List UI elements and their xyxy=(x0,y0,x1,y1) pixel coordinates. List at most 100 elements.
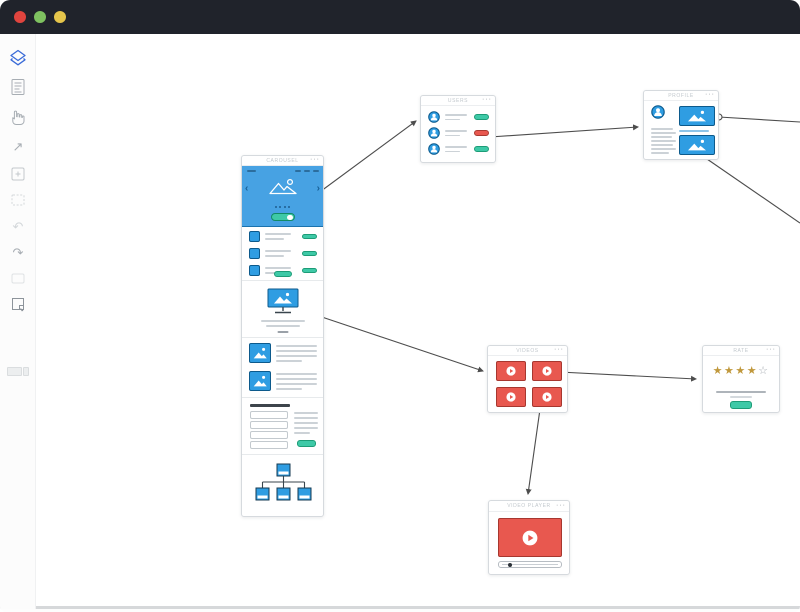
video-player-screen[interactable] xyxy=(498,518,562,557)
list-item-button[interactable] xyxy=(302,250,317,256)
list-item-icon xyxy=(249,248,260,259)
carousel-list-section xyxy=(242,227,323,281)
carousel-sitemap-section xyxy=(242,455,323,515)
window-header: videos ··· xyxy=(488,346,567,356)
app-logo-icon[interactable] xyxy=(0,47,36,69)
form-input[interactable] xyxy=(250,411,288,419)
wireframe-window-rate[interactable]: rate ··· ★★★★☆ xyxy=(702,345,780,413)
artboard-tool-icon[interactable] xyxy=(0,293,36,315)
zoom-button[interactable] xyxy=(54,11,66,23)
rate-submit-button[interactable] xyxy=(730,401,752,409)
window-titlebar xyxy=(0,0,800,34)
carousel-form-section xyxy=(242,398,323,455)
tool-sidebar: ↗ ↶ ↷ xyxy=(0,34,36,609)
window-title: video player xyxy=(507,503,551,509)
close-button[interactable] xyxy=(14,11,26,23)
user-avatar xyxy=(428,111,440,123)
profile-image-1[interactable] xyxy=(679,106,715,126)
window-menu-dots-icon[interactable]: ··· xyxy=(556,502,566,509)
form-input[interactable] xyxy=(250,431,288,439)
window-header: rate ··· xyxy=(703,346,779,356)
list-item-button[interactable] xyxy=(302,267,317,273)
wireframe-window-carousel[interactable]: carousel ··· ‹ › xyxy=(241,155,324,517)
carousel-monitor-section xyxy=(242,281,323,338)
undo-arrow-icon: ↶ xyxy=(12,218,24,234)
window-title: rate xyxy=(733,347,749,354)
connector-profile-image2-out[interactable] xyxy=(706,158,800,224)
video-thumb-1[interactable] xyxy=(496,361,526,381)
redo-tool-icon[interactable]: ↷ xyxy=(0,241,36,263)
toggle-knob xyxy=(287,214,293,220)
window-menu-dots-icon[interactable]: ··· xyxy=(482,96,492,103)
connector-users-button-to-profile[interactable] xyxy=(489,124,639,138)
carousel-articles-section xyxy=(242,338,323,398)
user-avatar xyxy=(428,143,440,155)
wireframe-window-users[interactable]: users ··· xyxy=(420,95,496,163)
user-avatar xyxy=(428,127,440,139)
list-item-icon xyxy=(249,231,260,242)
article-image-icon xyxy=(249,371,271,391)
window-header: carousel ··· xyxy=(242,156,323,166)
window-title: carousel xyxy=(266,157,299,164)
star-filled-icon[interactable]: ★ xyxy=(735,365,747,377)
window-title: profile xyxy=(668,92,694,99)
form-input[interactable] xyxy=(250,421,288,429)
window-bottom-edge xyxy=(0,606,800,609)
window-menu-dots-icon[interactable]: ··· xyxy=(766,346,776,353)
wireframe-window-profile[interactable]: profile ··· xyxy=(643,90,719,160)
wireframe-window-videos[interactable]: videos ··· xyxy=(487,345,568,413)
star-filled-icon[interactable]: ★ xyxy=(723,365,736,377)
minimize-button[interactable] xyxy=(34,11,46,23)
list-more-button[interactable] xyxy=(273,271,292,277)
star-empty-icon[interactable]: ☆ xyxy=(758,365,770,377)
window-menu-dots-icon[interactable]: ··· xyxy=(554,346,564,353)
hand-tool-icon[interactable] xyxy=(0,106,36,128)
star-rating[interactable]: ★★★★☆ xyxy=(703,364,779,377)
form-input[interactable] xyxy=(250,441,288,449)
video-thumb-4[interactable] xyxy=(532,387,562,407)
profile-avatar xyxy=(651,105,665,119)
carousel-prev-icon[interactable]: ‹ xyxy=(245,183,249,194)
user-action-button[interactable] xyxy=(474,146,489,152)
carousel-dots xyxy=(242,206,323,208)
hero-nav-line xyxy=(247,170,256,172)
window-title: users xyxy=(447,97,469,104)
hero-image-icon xyxy=(268,178,297,195)
video-thumb-3[interactable] xyxy=(496,387,526,407)
video-progress-bar[interactable] xyxy=(498,561,562,568)
dashed-frame-tool-icon[interactable] xyxy=(0,189,36,211)
video-thumb-2[interactable] xyxy=(532,361,562,381)
carousel-hero-section: ‹ › xyxy=(242,166,323,227)
wireframe-window-video-player[interactable]: video player ··· xyxy=(488,500,570,575)
window-header: profile ··· xyxy=(644,91,718,101)
frame-plus-tool-icon[interactable] xyxy=(0,163,36,185)
user-action-button[interactable] xyxy=(474,114,489,120)
diagonal-arrow-icon: ↗ xyxy=(12,138,24,154)
window-header: users ··· xyxy=(421,96,495,106)
design-canvas[interactable]: carousel ··· ‹ › xyxy=(0,34,800,609)
redo-arrow-icon: ↷ xyxy=(12,244,24,260)
star-filled-icon[interactable]: ★ xyxy=(746,365,759,377)
user-remove-button[interactable] xyxy=(474,130,489,136)
zoom-badge-icon xyxy=(7,366,29,376)
undo-tool-icon[interactable]: ↶ xyxy=(0,215,36,237)
connector-profile-image1-out[interactable] xyxy=(718,116,800,123)
progress-handle[interactable] xyxy=(508,562,512,567)
window-menu-dots-icon[interactable]: ··· xyxy=(705,91,715,98)
connector-monitor-to-videos[interactable] xyxy=(300,309,484,373)
hero-toggle[interactable] xyxy=(270,213,295,221)
hero-nav-line xyxy=(304,170,310,172)
profile-image-2[interactable] xyxy=(679,135,715,155)
article-image-icon xyxy=(249,343,271,363)
carousel-next-icon[interactable]: › xyxy=(316,183,320,194)
templates-tool-icon[interactable] xyxy=(0,76,36,98)
star-filled-icon[interactable]: ★ xyxy=(712,365,724,377)
form-submit-button[interactable] xyxy=(297,440,316,447)
window-menu-dots-icon[interactable]: ··· xyxy=(310,156,320,163)
list-item-button[interactable] xyxy=(302,233,317,239)
connector-arrow-tool-icon[interactable]: ↗ xyxy=(0,135,36,157)
image-tool-icon[interactable] xyxy=(0,267,36,289)
window-header: video player ··· xyxy=(489,501,569,512)
zoom-indicator-badge[interactable] xyxy=(0,360,36,382)
